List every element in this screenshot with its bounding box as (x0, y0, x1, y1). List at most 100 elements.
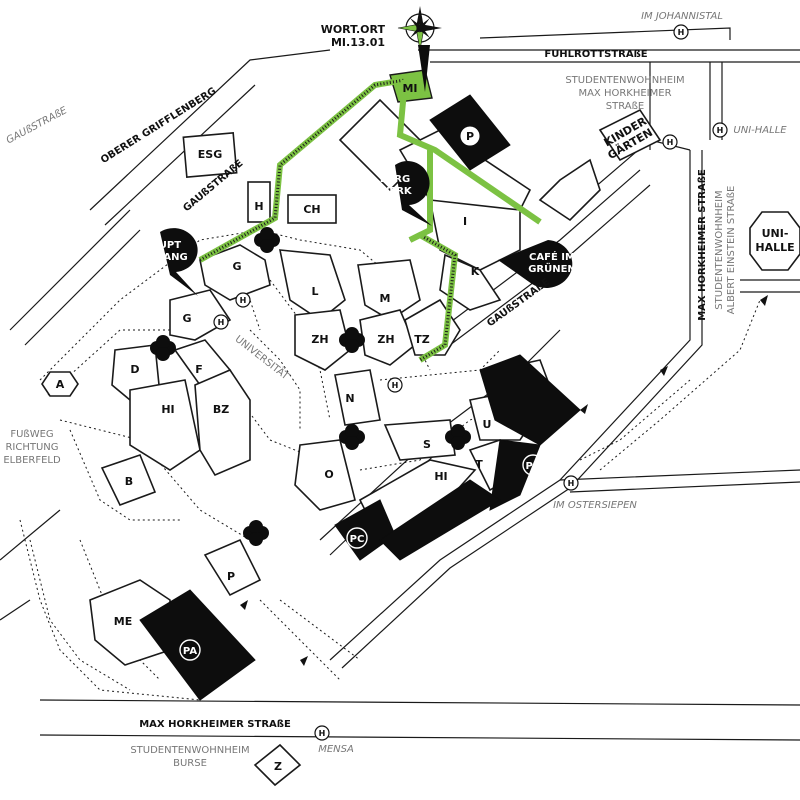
building-z[interactable] (253, 743, 302, 787)
connector-hubs (150, 227, 471, 546)
compass-label-2: MI.13.01 (331, 36, 385, 49)
parking-pb-block-2 (489, 439, 541, 511)
street-universitaet: UNIVERSITÄT (233, 332, 293, 383)
building-b[interactable] (100, 453, 157, 507)
street-fuhlrott: FUHLROTTSTRAßE (544, 49, 647, 60)
pin-haupteingang[interactable]: HAUPT EINGANG (136, 228, 198, 296)
svg-text:H: H (240, 296, 247, 305)
label-h: H (254, 200, 263, 213)
note-burse-2: BURSE (173, 758, 207, 769)
direction-arrows (240, 295, 768, 666)
building-esg[interactable] (182, 132, 238, 178)
label-k: K (471, 265, 480, 278)
label-pb: PB (526, 461, 541, 472)
label-t: T (475, 458, 483, 471)
label-n: N (345, 392, 354, 405)
label-ch: CH (303, 203, 320, 216)
note-wohnheim-mh-1: STUDENTENWOHNHEIM (565, 75, 684, 86)
hub-6 (243, 520, 269, 546)
hub-2 (150, 335, 176, 361)
label-hi-right: HI (434, 470, 447, 483)
building-bz[interactable] (194, 369, 251, 477)
label-l: L (311, 285, 318, 298)
bus-stop-icon[interactable]: H (712, 122, 728, 138)
bus-stop-icon[interactable]: H (662, 134, 678, 150)
street-max-horkheimer-right: MAX HORKHEIMER STRAßE (697, 169, 708, 321)
street-mensa: MENSA (318, 744, 354, 755)
parking-pb-block (479, 354, 581, 446)
bus-stop-icon[interactable]: H (387, 377, 403, 393)
bus-stop-icon[interactable]: H (235, 292, 251, 308)
note-fussweg-2: RICHTUNG (5, 442, 58, 453)
label-bz: BZ (213, 403, 229, 416)
bus-stop-icon[interactable]: H (673, 24, 689, 40)
building-uni-halle[interactable] (749, 211, 800, 271)
bus-stop-icon[interactable]: H (213, 314, 229, 330)
label-unihalle-2: HALLE (755, 241, 794, 254)
parking-pa-icon (179, 639, 201, 661)
pin-cafe-im-gruenen[interactable]: CAFÉ IM GRÜNEN (498, 240, 576, 288)
label-z: Z (274, 760, 282, 773)
building-g-upper[interactable] (199, 244, 271, 301)
pin-cafe-line2: GRÜNEN (528, 261, 576, 275)
note-burse-1: STUDENTENWOHNHEIM (130, 745, 249, 756)
svg-text:H: H (568, 479, 575, 488)
svg-text:H: H (218, 318, 225, 327)
street-uni-halle-stop: UNI-HALLE (733, 125, 787, 136)
pin-haupteingang-line2: EINGANG (136, 252, 187, 263)
label-me: ME (114, 615, 132, 628)
building-a[interactable] (41, 371, 79, 397)
building-g-lower[interactable] (169, 289, 232, 341)
route-to-wort-ort (198, 77, 542, 363)
building-kindergarten[interactable] (598, 108, 662, 162)
street-gauss-top: GAUßSTRAßE (5, 105, 70, 147)
wort-ort-pointer (418, 45, 430, 92)
hub-3 (339, 327, 365, 353)
building-m[interactable] (357, 259, 421, 321)
building-labels: MI ESG H CH I K G G L M ZH ZH TZ D F HI … (56, 82, 795, 773)
building-zh-left[interactable] (294, 309, 351, 371)
label-d: D (130, 363, 139, 376)
note-wohnheim-mh-2: MAX HORKHEIMER (578, 88, 671, 99)
building-s[interactable] (383, 419, 456, 461)
label-m: M (380, 292, 391, 305)
label-o: O (324, 468, 333, 481)
pin-bergwerk[interactable]: BERG WERK (378, 161, 432, 226)
bus-stop-icon[interactable]: H (314, 725, 330, 741)
note-wohnheim-ae-2: ALBERT EINSTEIN STRAßE (726, 186, 737, 315)
hub-5 (445, 424, 471, 450)
building-hi-left[interactable] (129, 379, 201, 471)
building-p-lower[interactable] (203, 538, 262, 597)
note-wohnheim-mh-3: STRAßE (606, 101, 644, 112)
label-zh-left: ZH (311, 333, 328, 346)
compass-label-1: WORT.ORT (321, 23, 386, 36)
building-l[interactable] (279, 249, 346, 321)
label-p-top: P (466, 130, 474, 143)
label-p-lower: P (227, 570, 235, 583)
building-h[interactable] (247, 181, 271, 223)
label-unihalle-1: UNI- (762, 227, 789, 240)
bus-stops: H H H H H H H H (213, 24, 728, 741)
building-o[interactable] (294, 439, 356, 511)
compass-rose-icon (397, 6, 442, 51)
label-pa: PA (183, 646, 197, 657)
street-johannistal: IM JOHANNISTAL (641, 11, 723, 22)
buildings (41, 98, 800, 787)
note-fussweg-1: FUßWEG (10, 429, 53, 440)
label-zh-right: ZH (377, 333, 394, 346)
label-mi: MI (402, 82, 417, 95)
svg-text:H: H (319, 729, 326, 738)
label-i: I (463, 215, 467, 228)
building-zh-right[interactable] (359, 309, 416, 366)
parking-pb-icon (522, 454, 544, 476)
street-max-horkheimer-bottom: MAX HORKHEIMER STRAßE (139, 719, 291, 730)
pin-bergwerk-line2: WERK (378, 186, 413, 197)
street-im-ostersiepen: IM OSTERSIEPEN (553, 500, 637, 511)
note-wohnheim-ae-1: STUDENTENWOHNHEIM (714, 190, 725, 309)
building-ch[interactable] (287, 194, 337, 224)
note-fussweg-3: ELBERFELD (3, 455, 61, 466)
svg-text:H: H (678, 28, 685, 37)
building-n[interactable] (334, 369, 381, 426)
bus-stop-icon[interactable]: H (563, 475, 579, 491)
parking-pc-icon (346, 527, 368, 549)
